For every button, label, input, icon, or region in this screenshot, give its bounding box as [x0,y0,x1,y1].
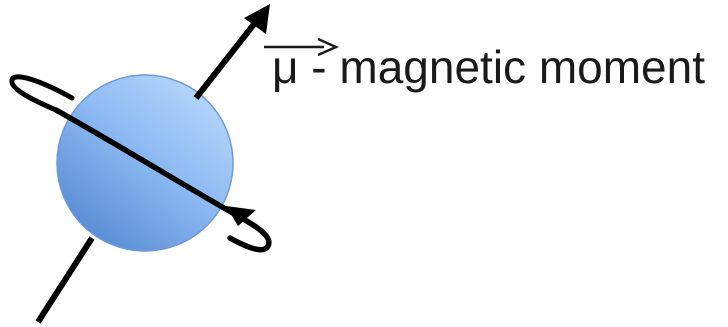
magnetic-moment-arrowhead [244,4,270,34]
magnetic-moment-label: μ - magnetic moment [264,37,705,93]
spin-axis-lower [35,236,95,324]
rotation-orbit-back [9,74,75,113]
rotation-direction-arrowhead [226,206,256,226]
mu-symbol: μ [272,41,299,93]
magnetic-moment-text: - magnetic moment [298,41,705,93]
spin-axis-upper [193,12,265,100]
rotation-orbit-front [53,107,272,253]
vector-arrow-icon [264,37,340,57]
